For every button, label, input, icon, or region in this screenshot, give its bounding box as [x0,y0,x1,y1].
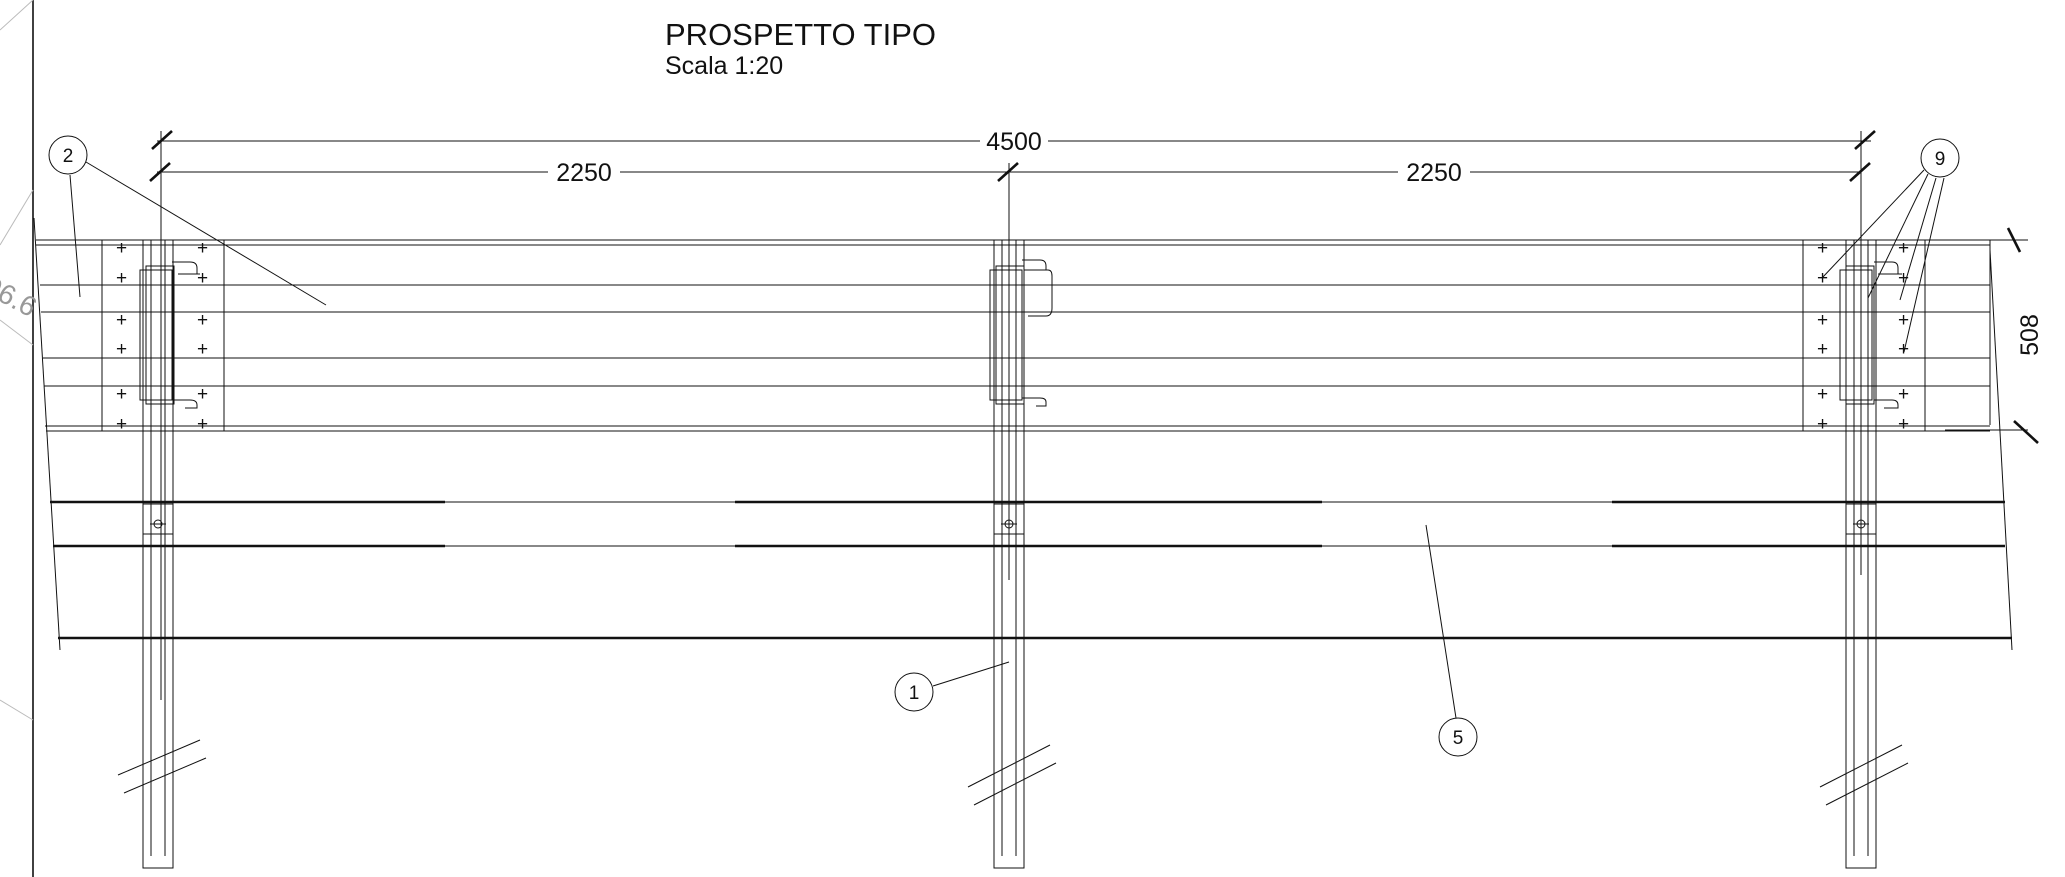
svg-text:+: + [116,339,127,360]
margin-fragment: 96.6 [0,0,42,721]
svg-text:+: + [197,414,208,435]
callout-5-label: 5 [1453,728,1464,749]
dimension-extension-lines [160,131,1862,700]
svg-text:+: + [116,268,127,289]
post-center [967,239,1057,869]
svg-text:+: + [116,310,127,331]
margin-fragment-label: 96.6 [0,270,42,323]
svg-text:+: + [1898,339,1909,360]
drawing-title: PROSPETTO TIPO [665,17,936,52]
svg-text:+: + [197,238,208,259]
callout-9-label: 9 [1935,149,1946,170]
svg-text:+: + [1898,384,1909,405]
dimension-height-label: 508 [2016,314,2044,356]
callout-2: 2 [48,135,327,306]
post-left [117,239,207,869]
dimension-left-span: 2250 [149,159,1019,187]
svg-text:+: + [197,268,208,289]
drawing-scale: Scala 1:20 [665,52,783,80]
callout-1: 1 [894,661,1010,712]
callout-5: 5 [1425,524,1478,757]
svg-text:+: + [1817,238,1828,259]
splice-plate-left: + + + + + + + + + + + + [101,238,225,435]
dimension-height: 508 [1945,227,2044,444]
svg-text:+: + [1898,414,1909,435]
post-right [1819,239,1909,869]
svg-text:+: + [116,384,127,405]
callout-9: 9 [1821,138,1960,353]
svg-text:+: + [1817,384,1828,405]
splice-plate-right: + + + + + + + + + + + + [1802,238,1926,435]
svg-text:+: + [197,310,208,331]
dimension-left-label: 2250 [556,159,612,187]
svg-text:+: + [1817,414,1828,435]
svg-text:+: + [1817,268,1828,289]
dimension-right-label: 2250 [1406,159,1462,187]
svg-text:+: + [1898,268,1909,289]
svg-text:+: + [1817,310,1828,331]
callout-2-label: 2 [63,146,74,167]
dimension-total-label: 4500 [986,128,1042,156]
dimension-right-span: 2250 [1009,159,1871,187]
svg-text:+: + [116,414,127,435]
dimension-total: 4500 [151,128,1876,156]
svg-text:+: + [197,339,208,360]
svg-text:+: + [1817,339,1828,360]
lower-rails [50,500,2012,640]
callout-1-label: 1 [909,683,920,704]
upper-panel [36,239,1990,432]
svg-text:+: + [197,384,208,405]
barrier-end-outlines [33,217,2013,651]
svg-text:+: + [116,238,127,259]
svg-text:+: + [1898,310,1909,331]
svg-text:+: + [1898,238,1909,259]
